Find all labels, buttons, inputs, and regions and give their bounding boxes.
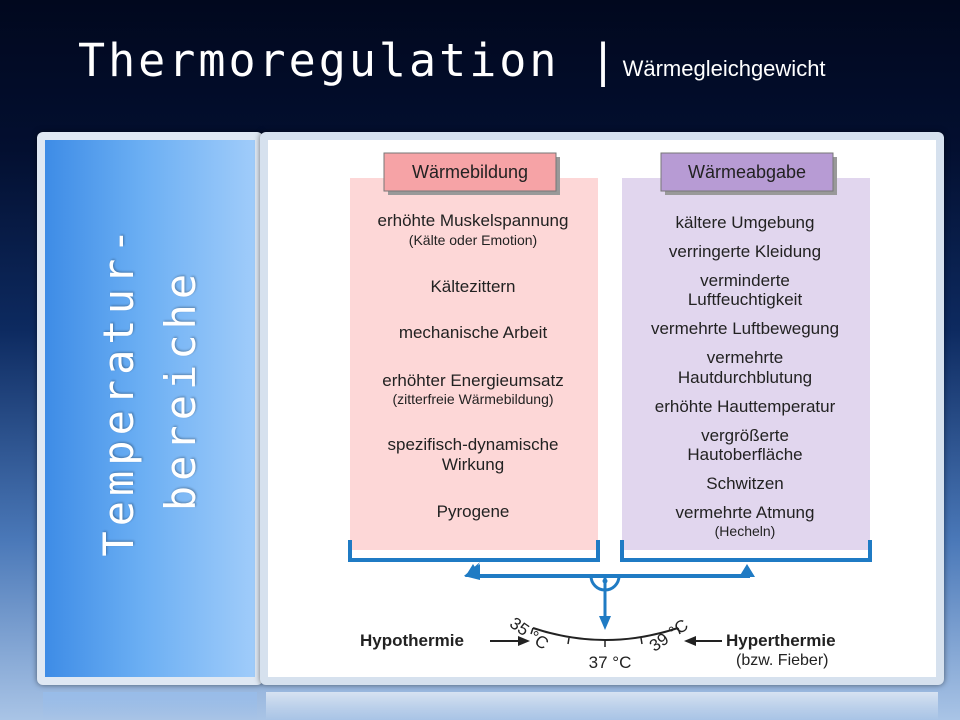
hypothermia-arrow-head (518, 636, 530, 646)
temp-39: 39 °C (646, 615, 692, 655)
title-main: Thermoregulation (78, 34, 560, 87)
left-panel: Temperatur- bereiche (37, 132, 263, 685)
right-item-1: kältere Umgebung (676, 213, 815, 232)
left-item-5a: spezifisch-dynamische (387, 435, 558, 454)
left-header: Wärmebildung (412, 162, 528, 182)
hyperthermia-arrow-head (684, 636, 696, 646)
right-item-7b: Hautoberfläche (687, 445, 802, 464)
right-item-4: vermehrte Luftbewegung (651, 319, 839, 338)
vertical-heading-line1: Temperatur- (94, 223, 143, 557)
left-item-4: erhöhter Energieumsatz (382, 371, 563, 390)
title-subtitle: Wärmegleichgewicht (622, 56, 826, 81)
right-panel: Wärmebildung Wärmeabgabe erhöhte Muskels… (260, 132, 944, 685)
heat-production-column (350, 178, 598, 550)
left-reflection (43, 692, 257, 720)
hypothermia-label: Hypothermie (360, 631, 464, 650)
left-item-4-note: (zitterfreie Wärmebildung) (392, 391, 553, 407)
vertical-heading-line2: bereiche (156, 268, 205, 512)
right-item-8: Schwitzen (706, 474, 783, 493)
temperature-scale (532, 627, 679, 641)
vertical-heading-text: Temperatur- bereiche (88, 223, 212, 556)
hyperthermia-label: Hyperthermie (726, 631, 836, 650)
thermoregulation-diagram: Wärmebildung Wärmeabgabe erhöhte Muskels… (348, 152, 872, 672)
left-bracket (348, 540, 600, 562)
right-header: Wärmeabgabe (688, 162, 806, 182)
slide-title: Thermoregulation |Wärmegleichgewicht (78, 34, 826, 94)
right-item-7a: vergrößerte (701, 426, 789, 445)
right-item-9: vermehrte Atmung (676, 503, 815, 522)
pointer-head (599, 616, 611, 630)
heat-loss-column (622, 178, 870, 550)
right-item-5a: vermehrte (707, 348, 784, 367)
right-support (739, 564, 755, 577)
left-panel-inner: Temperatur- bereiche (45, 140, 255, 677)
left-item-3: mechanische Arbeit (399, 323, 548, 342)
left-support (465, 564, 481, 577)
title-separator: | (589, 34, 617, 87)
vertical-heading: Temperatur- bereiche (45, 140, 255, 677)
right-panel-inner: Wärmebildung Wärmeabgabe erhöhte Muskels… (268, 140, 936, 677)
temp-37: 37 °C (589, 653, 632, 672)
right-item-6: erhöhte Hauttemperatur (655, 397, 836, 416)
pivot-dot (602, 578, 608, 584)
right-item-5b: Hautdurchblutung (678, 368, 812, 387)
right-item-3b: Luftfeuchtigkeit (688, 290, 803, 309)
fever-label: (bzw. Fieber) (736, 652, 828, 669)
left-item-1: erhöhte Muskelspannung (378, 211, 569, 230)
left-header-box (383, 152, 557, 192)
right-reflection (266, 692, 938, 720)
left-item-5b: Wirkung (442, 455, 504, 474)
right-item-3a: verminderte (700, 271, 790, 290)
right-bracket (620, 540, 872, 562)
left-item-1-note: (Kälte oder Emotion) (409, 232, 537, 248)
left-item-6: Pyrogene (437, 502, 510, 521)
right-item-2: verringerte Kleidung (669, 242, 821, 261)
left-item-2: Kältezittern (430, 277, 515, 296)
right-item-9-note: (Hecheln) (715, 523, 776, 539)
temp-35: 35 °C (506, 613, 552, 653)
right-header-box (660, 152, 834, 192)
